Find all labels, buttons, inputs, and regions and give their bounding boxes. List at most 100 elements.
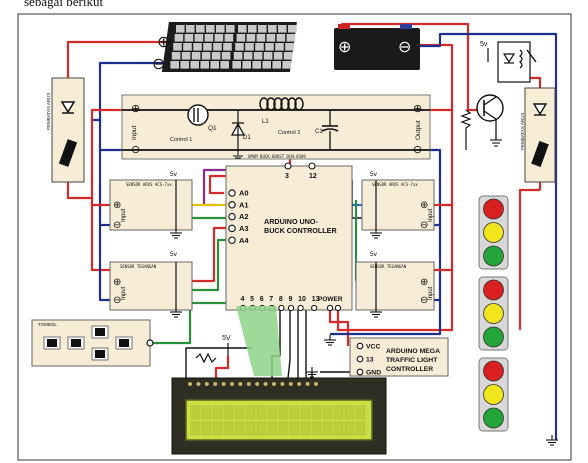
- arduino-mega-title-line3: CONTROLLER: [386, 366, 433, 373]
- solar-cell: [258, 25, 267, 33]
- converter-input-minus: ⊖: [131, 144, 140, 156]
- tombol-title: TOMBOL: [38, 322, 57, 327]
- arduino-uno-analog-pin-terminal: [228, 212, 236, 221]
- l1-label: L1: [262, 119, 269, 125]
- solar-cell: [201, 52, 211, 60]
- relay-switch-icon: [526, 49, 537, 63]
- solar-plus-symbol: ⊕: [157, 34, 170, 51]
- solar-cell: [276, 34, 286, 42]
- left-module-coil-icon: [58, 139, 78, 167]
- arduino-mega-board: [349, 337, 449, 377]
- converter-output-label: Output: [415, 120, 422, 140]
- solar-cell: [173, 43, 182, 51]
- inductor-loop: [266, 97, 276, 111]
- tombol-key-cap: [71, 339, 81, 347]
- arduino-mega-pin-terminal: [356, 355, 364, 363]
- lcd-character-cell: [278, 421, 289, 436]
- lcd-header-pin: [196, 382, 201, 386]
- arduino-uno-top-pin-terminal: [284, 162, 292, 170]
- lcd-character-cell: [190, 421, 201, 436]
- left-current-sensor-title: SENSOR ARUS ACS-7xx: [126, 182, 172, 187]
- left-negative-bus: [98, 120, 122, 152]
- transistor-icon: [476, 94, 504, 122]
- left-voltage-sensor-plus: ⊕: [113, 277, 121, 288]
- lcd-character-cell: [300, 421, 311, 436]
- arduino-mega-pin-label: 13: [366, 357, 374, 364]
- traffic-light-unit: [478, 357, 509, 432]
- lcd-character-cell: [344, 421, 355, 436]
- solar-cell: [286, 34, 296, 42]
- converter-output-plus: ⊕: [413, 103, 422, 115]
- q1-label: Q1: [208, 125, 217, 132]
- arduino-uno-analog-pin-terminal: [228, 236, 236, 244]
- lcd-header-pin: [230, 382, 234, 386]
- solar-cell: [180, 61, 189, 69]
- lcd-header-pin: [280, 382, 285, 386]
- tombol-terminal: [146, 339, 154, 347]
- solar-cell: [282, 61, 291, 69]
- arduino-mega-title-line1: ARDUINO MEGA: [386, 348, 440, 355]
- arduino-uno-power-terminal: [334, 304, 342, 312]
- converter-input-plus: ⊕: [131, 103, 140, 115]
- lcd-character-cell: [267, 421, 278, 436]
- left-current-sensor-minus: ⊖: [113, 220, 121, 231]
- solar-cell: [252, 61, 261, 69]
- solar-cell: [184, 34, 194, 42]
- solar-cell: [235, 43, 244, 51]
- solar-cell: [238, 25, 247, 33]
- solar-cell: [245, 43, 254, 51]
- control1-label: Control 1: [170, 137, 192, 143]
- lcd-header-pin: [221, 382, 226, 386]
- battery-body: [334, 28, 420, 70]
- right-current-sensor: SENSOR ARUS ACS-7xx 5v ⊕ ⊖ Input: [361, 171, 435, 231]
- lcd-character-cell: [201, 421, 212, 436]
- left-module-box: [51, 77, 85, 183]
- lcd-character-cell: [311, 421, 322, 436]
- solar-cell: [263, 52, 273, 60]
- left-current-sensor-5v: 5v: [170, 171, 178, 178]
- uno-pin-wire-a: [287, 310, 291, 379]
- solar-cell: [196, 25, 205, 33]
- lcd-character-cell: [223, 421, 234, 436]
- relay-diode-icon: [502, 53, 516, 64]
- traffic-light-yellow-lamp: [483, 384, 504, 405]
- solar-cell: [233, 52, 243, 60]
- right-module-title: PEMBATAS ARUS: [520, 113, 525, 150]
- tombol-key-cap: [119, 339, 129, 347]
- lcd-character-cell: [212, 405, 223, 420]
- traffic-light-green-lamp: [483, 245, 504, 267]
- arduino-uno-bottom-pin-label: 7: [269, 296, 273, 303]
- solar-cell: [186, 25, 195, 33]
- solar-cell: [246, 34, 256, 42]
- left-current-sensor-board: [109, 179, 193, 231]
- lcd-character-cell: [289, 405, 300, 420]
- right-current-sensor-5v: 5v: [370, 171, 378, 178]
- left-voltage-sensor-input: Input: [121, 286, 127, 300]
- inductor-loop: [259, 97, 269, 111]
- solar-cell: [255, 43, 264, 51]
- right-module-coil-icon: [531, 141, 549, 167]
- right-current-sensor-minus: ⊖: [420, 220, 428, 231]
- ground-icon: [170, 228, 182, 239]
- left-module-title: PEMBATAS ARUS: [46, 93, 51, 130]
- arduino-uno-power-label: POWER: [318, 296, 343, 303]
- arduino-uno-bottom-pin-label: 6: [260, 296, 264, 303]
- solar-cell: [203, 43, 212, 51]
- left-module-diode-icon: [60, 101, 76, 114]
- tombol-keys: [43, 325, 133, 361]
- buck-boost-converter: ⊕ ⊖ ⊕ ⊖ Input Output Q1 Control 1 D1 L1 …: [121, 94, 431, 160]
- arduino-mega-pin-terminal: [356, 342, 364, 350]
- battery-negative-terminal: [400, 24, 412, 29]
- solar-cell: [211, 52, 221, 60]
- ground-icon: [306, 367, 318, 378]
- relay-box: [497, 41, 531, 83]
- arduino-uno-bottom-pin-label: 8: [279, 296, 283, 303]
- uno-a3-wire-red: [185, 226, 226, 283]
- arduino-uno-bottom-pin-terminal: [278, 304, 285, 312]
- solar-cell: [200, 61, 209, 69]
- right-voltage-sensor-minus: ⊖: [420, 295, 428, 306]
- solar-cell: [288, 25, 297, 33]
- battery: ⊕ ⊖: [334, 24, 420, 70]
- base-resistor-icon: [460, 109, 472, 129]
